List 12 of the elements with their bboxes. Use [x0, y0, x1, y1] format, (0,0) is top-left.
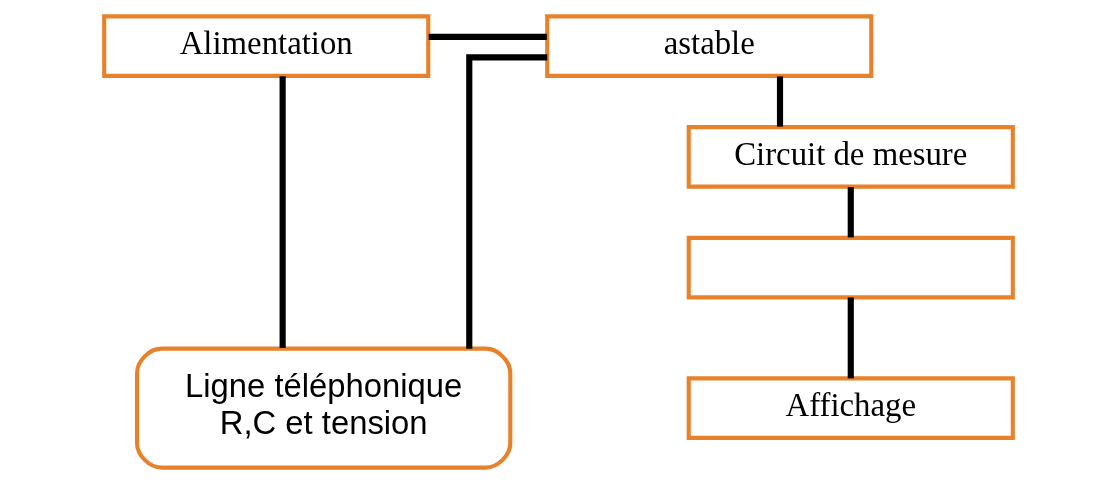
connector	[465, 54, 547, 349]
connector	[279, 76, 286, 349]
connector	[847, 187, 854, 238]
node-box: astable	[544, 14, 873, 78]
connector	[428, 33, 547, 40]
node-box	[686, 235, 1015, 300]
node-box: Affichage	[686, 376, 1015, 440]
node-box: Circuit de mesure	[686, 125, 1015, 189]
node-box: Alimentation	[101, 14, 430, 78]
connector	[776, 76, 783, 127]
connector	[847, 297, 854, 379]
node-box: Ligne téléphonique R,C et tension	[134, 346, 512, 470]
